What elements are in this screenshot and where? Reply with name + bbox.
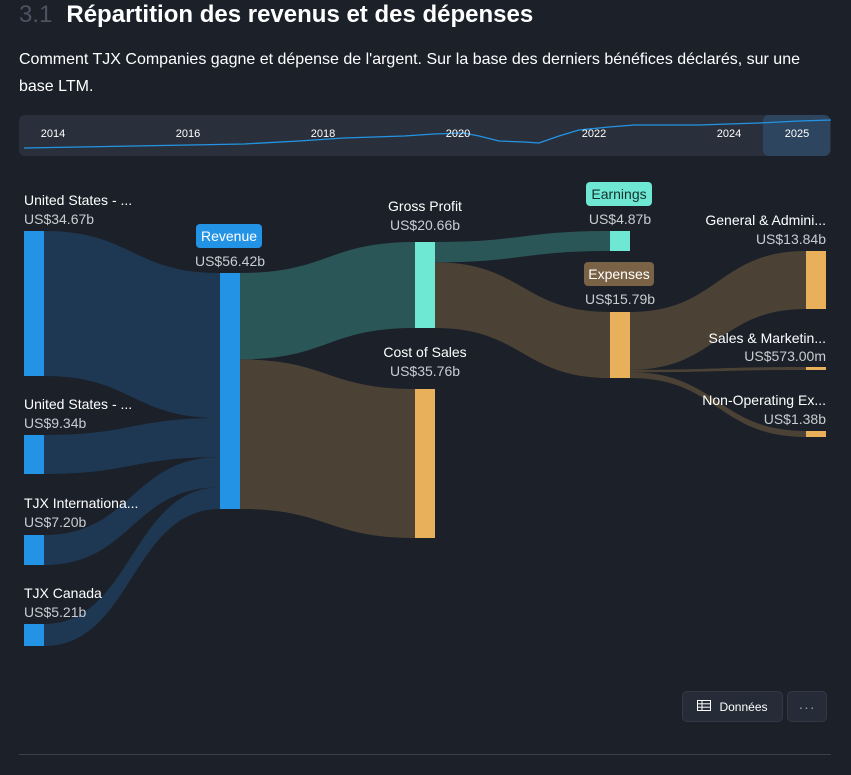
more-icon: ··· <box>798 698 816 715</box>
sankey-value-ga: US$13.84b <box>756 231 826 247</box>
sankey-value-tjxi: US$7.20b <box>24 514 86 530</box>
sankey-node-tjxi[interactable] <box>24 535 44 565</box>
sankey-value-cos: US$35.76b <box>390 363 460 379</box>
sankey-node-gross[interactable] <box>415 242 435 328</box>
sankey-label-nonop: Non-Operating Ex... <box>702 392 826 408</box>
sankey-node-earnings[interactable] <box>610 231 630 251</box>
sankey-node-revenue[interactable] <box>220 273 240 509</box>
sankey-nodes <box>24 231 826 646</box>
sankey-label-tjxc: TJX Canada <box>24 585 102 601</box>
timeline-sparkline <box>23 119 831 149</box>
timeline-slider[interactable]: 2014 2016 2018 2020 2022 2024 2025 <box>19 115 831 156</box>
sankey-node-sm[interactable] <box>806 367 826 370</box>
sankey-link-gross-expenses <box>435 262 610 378</box>
sankey-label-cos: Cost of Sales <box>383 344 466 360</box>
sankey-pill-expenses <box>584 262 654 286</box>
sankey-label-revenue: Revenue <box>201 228 257 244</box>
section-header: 3.1 Répartition des revenus et des dépen… <box>19 0 533 30</box>
section-description: Comment TJX Companies gagne et dépense d… <box>19 51 800 95</box>
sankey-pill-revenue <box>196 224 262 248</box>
sankey-node-us2[interactable] <box>24 435 44 474</box>
sankey-label-earnings: Earnings <box>591 186 646 202</box>
sankey-label-gross: Gross Profit <box>388 198 462 214</box>
sankey-value-tjxc: US$5.21b <box>24 604 86 620</box>
sankey-value-revenue: US$56.42b <box>195 253 265 269</box>
sankey-link-tjxc-revenue <box>44 487 220 646</box>
timeline-label-2025[interactable]: 2025 <box>784 128 810 140</box>
sankey-node-expenses[interactable] <box>610 312 630 378</box>
sankey-label-us1: United States - ... <box>24 192 132 208</box>
sankey-value-us1: US$34.67b <box>24 211 94 227</box>
table-icon <box>697 699 712 714</box>
sankey-link-expenses-ga <box>630 251 806 370</box>
sankey-label-us2: United States - ... <box>24 396 132 412</box>
sankey-pill-earnings <box>586 182 652 206</box>
timeline-label-2020[interactable]: 2020 <box>445 128 471 140</box>
sankey-link-gross-earnings <box>435 231 610 263</box>
sankey-label-ga: General & Admini... <box>705 212 826 228</box>
section-title: Répartition des revenus et des dépenses <box>66 1 534 28</box>
sankey-value-sm: US$573.00m <box>744 348 826 364</box>
sankey-node-nonop[interactable] <box>806 431 826 437</box>
sankey-node-tjxc[interactable] <box>24 624 44 646</box>
data-table-button[interactable]: Données <box>682 691 783 722</box>
sankey-link-us1-revenue <box>44 231 220 419</box>
sankey-value-earnings: US$4.87b <box>589 211 651 227</box>
section-number: 3.1 <box>19 1 53 28</box>
timeline-label-2018[interactable]: 2018 <box>310 128 336 140</box>
sankey-link-tjxi-revenue <box>44 457 220 565</box>
sankey-link-us2-revenue <box>44 418 220 474</box>
timeline-sparkline-line <box>23 119 831 149</box>
sankey-links <box>44 231 806 646</box>
sankey-value-expenses: US$15.79b <box>585 291 655 307</box>
timeline-label-2016[interactable]: 2016 <box>175 128 201 140</box>
more-options-button[interactable]: ··· <box>787 691 827 722</box>
timeline-label-2024[interactable]: 2024 <box>716 128 742 140</box>
sankey-label-sm: Sales & Marketin... <box>709 330 827 346</box>
section-divider <box>19 754 831 755</box>
sankey-link-revenue-cos <box>240 359 415 538</box>
sankey-node-cos[interactable] <box>415 389 435 538</box>
sankey-link-expenses-nonop <box>630 372 806 437</box>
sankey-label-tjxi: TJX Internationa... <box>24 495 138 511</box>
sankey-value-us2: US$9.34b <box>24 415 86 431</box>
sankey-link-expenses-sm <box>630 367 806 373</box>
data-button-label: Données <box>719 699 768 714</box>
sankey-value-nonop: US$1.38b <box>764 411 826 427</box>
sankey-value-gross: US$20.66b <box>390 217 460 233</box>
timeline-label-2014[interactable]: 2014 <box>40 128 66 140</box>
sankey-node-ga[interactable] <box>806 251 826 309</box>
timeline-label-2022[interactable]: 2022 <box>581 128 607 140</box>
sankey-node-us1[interactable] <box>24 231 44 376</box>
sankey-label-expenses: Expenses <box>588 266 649 282</box>
sankey-link-revenue-gross <box>240 242 415 360</box>
